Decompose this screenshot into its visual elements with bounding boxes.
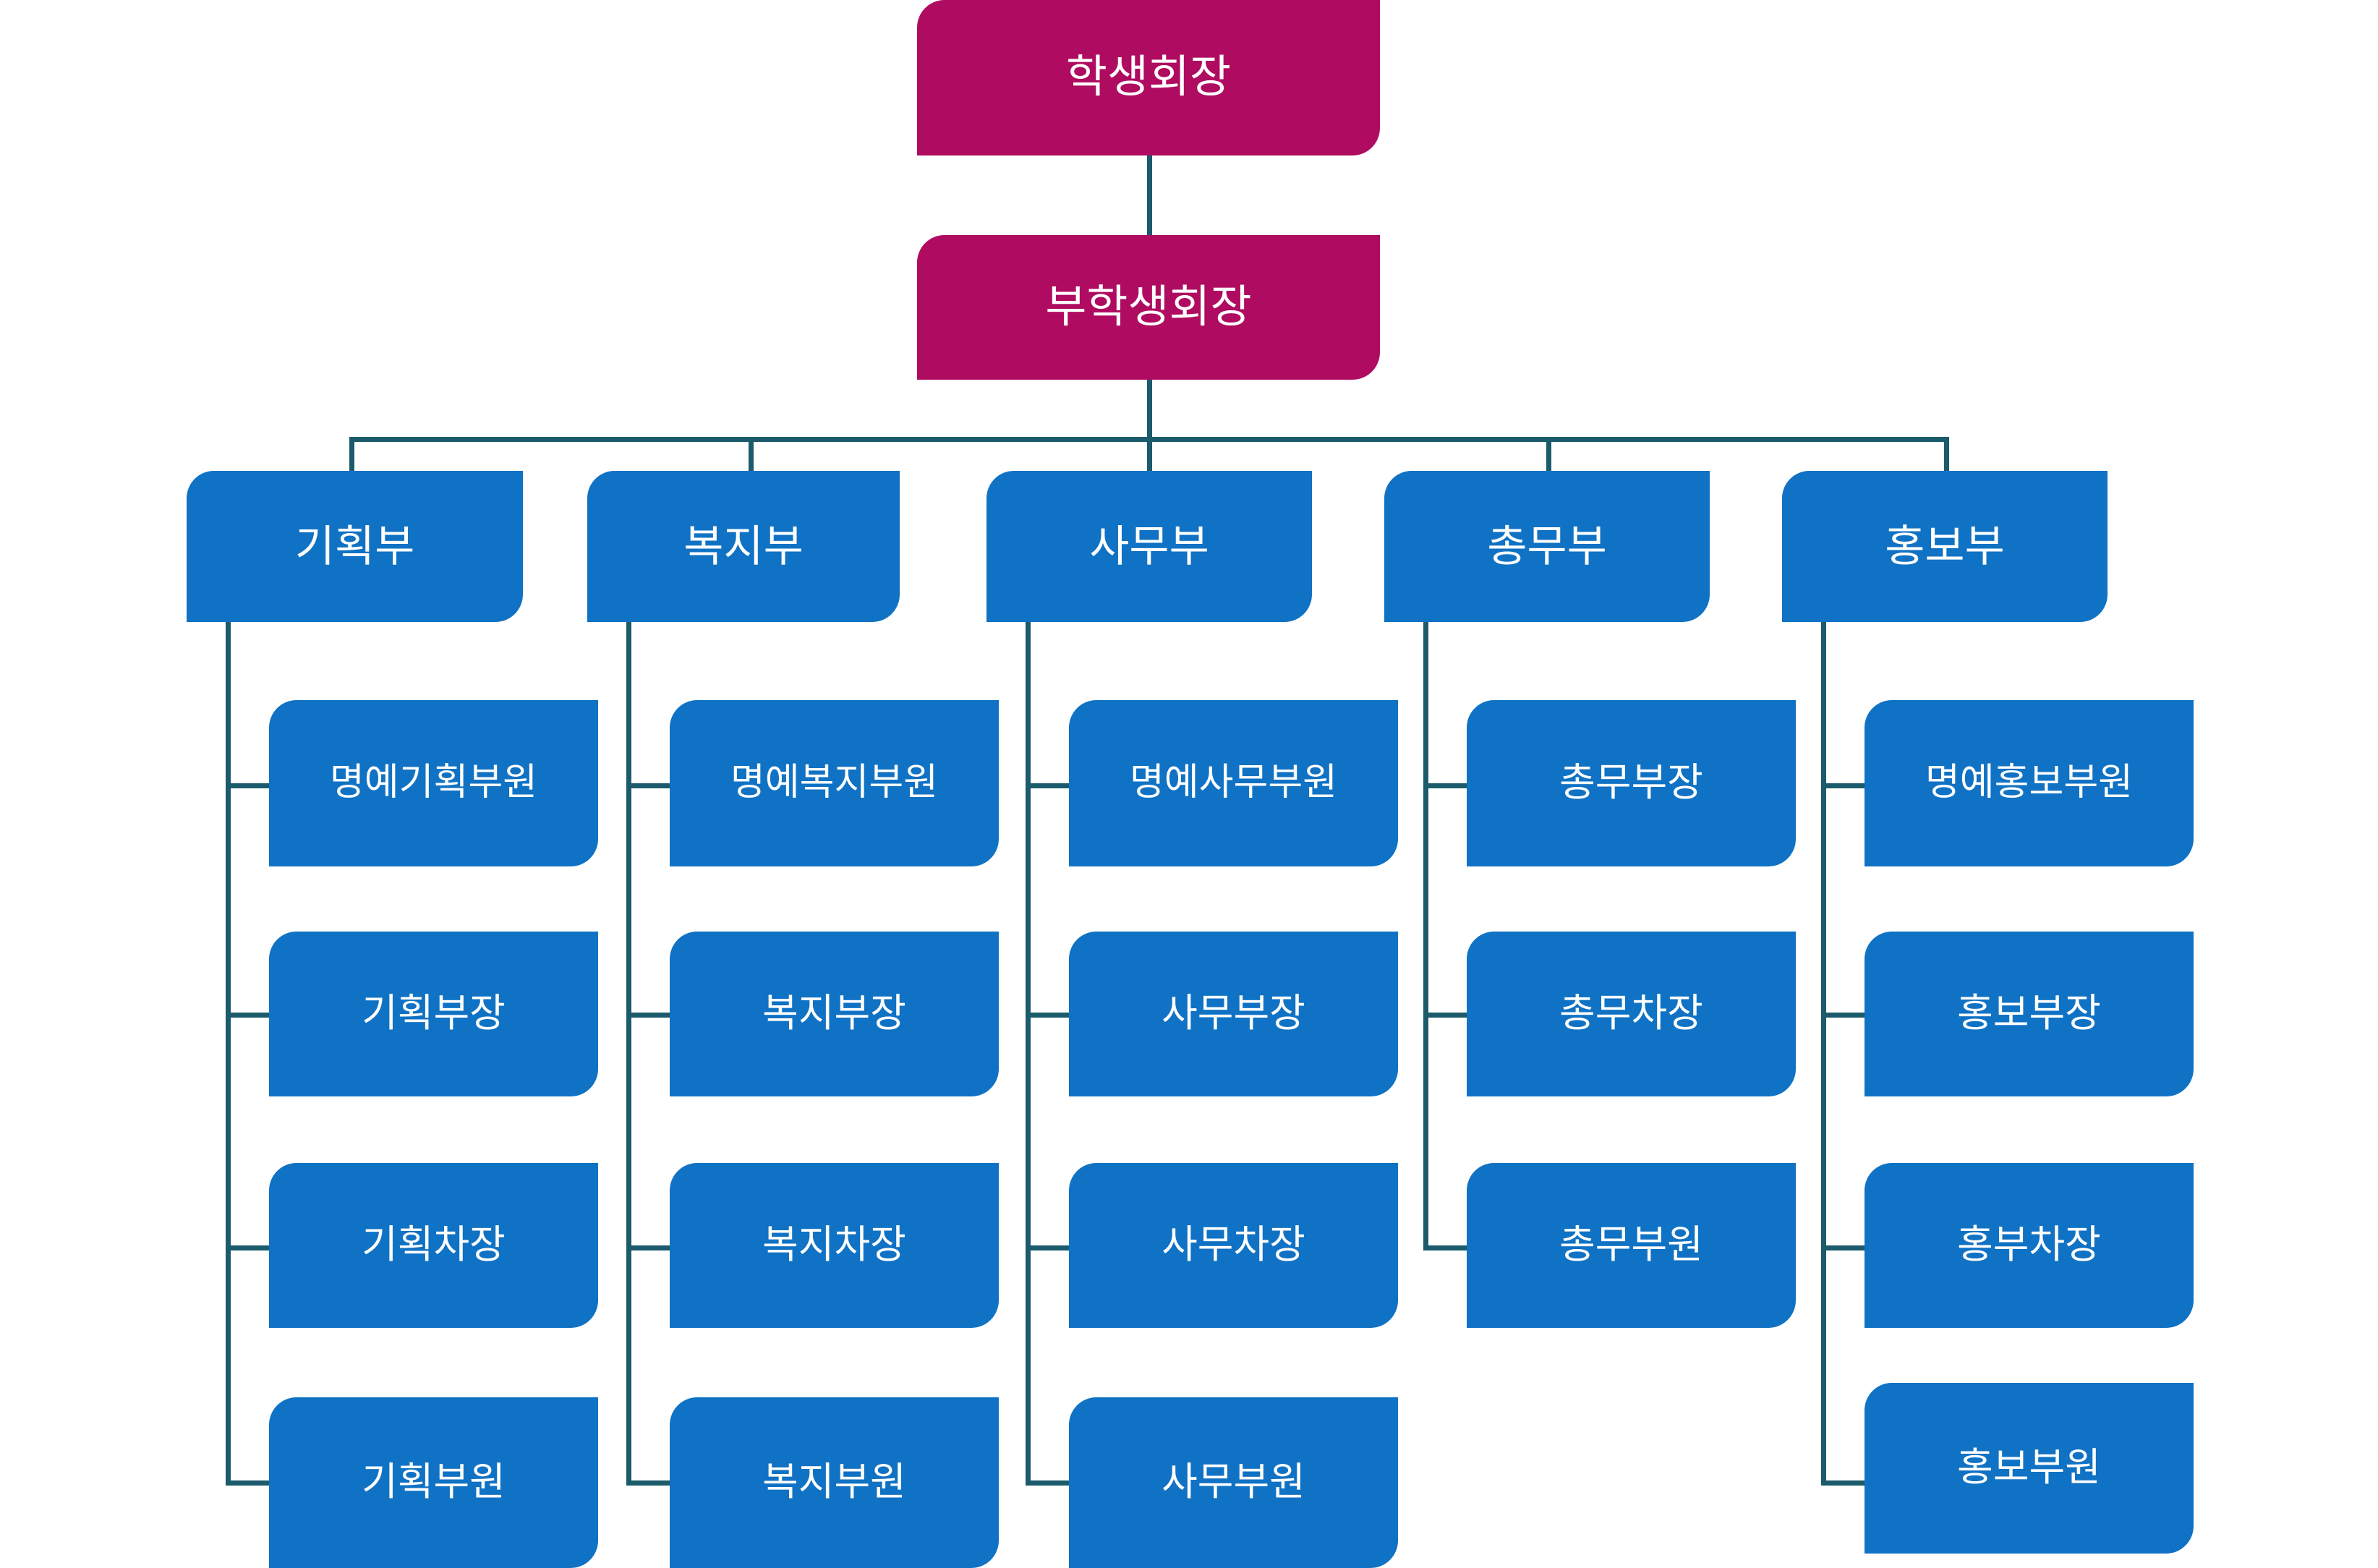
node-label: 총무부 [1487,521,1607,571]
node-label: 부학생회장 [1045,281,1252,332]
connector-stub-welfare-3 [626,1480,670,1486]
node-vice-president[interactable]: 부학생회장 [917,235,1380,380]
node-label: 복지부원 [762,1460,906,1504]
connector-trunk-general [1423,622,1428,1250]
node-label: 복지부 [683,521,804,571]
node-member-general-member[interactable]: 총무부원 [1467,1163,1796,1328]
connector-stub-publicity-2 [1821,1245,1865,1250]
node-member-planning-deputy[interactable]: 기획차장 [269,1163,598,1328]
connector-trunk-office [1026,622,1031,1486]
node-member-general-head[interactable]: 총무부장 [1467,700,1796,866]
connector-stub-planning-3 [226,1480,269,1486]
node-member-planning-head[interactable]: 기획부장 [269,932,598,1096]
node-label: 복지부장 [762,992,906,1036]
node-label: 총무부장 [1559,761,1703,805]
node-member-planning-honorary[interactable]: 명예기획부원 [269,700,598,866]
connector-stub-office-3 [1026,1480,1069,1486]
connector-drop-publicity [1944,437,1949,471]
node-member-office-honorary[interactable]: 명예사무부원 [1069,700,1398,866]
connector-stub-planning-1 [226,1013,269,1018]
node-label: 학생회장 [1065,52,1232,103]
connector-vice-stem [1147,380,1152,441]
node-department-office[interactable]: 사무부 [986,471,1312,622]
connector-stub-planning-2 [226,1245,269,1250]
node-member-general-deputy[interactable]: 총무차장 [1467,932,1796,1096]
node-label: 홍부차장 [1957,1223,2101,1267]
connector-drop-office [1147,437,1152,471]
connector-stub-welfare-2 [626,1245,670,1250]
node-member-publicity-deputy[interactable]: 홍부차장 [1865,1163,2194,1328]
connector-stub-planning-0 [226,783,269,788]
node-label: 사무차장 [1162,1223,1305,1267]
node-department-planning[interactable]: 기획부 [187,471,523,622]
connector-stub-office-2 [1026,1245,1069,1250]
node-label: 복지차장 [762,1223,906,1267]
connector-trunk-welfare [626,622,631,1486]
node-member-publicity-honorary[interactable]: 명예홍보부원 [1865,700,2194,866]
node-label: 기획부 [294,521,415,571]
node-label: 기획부원 [362,1460,506,1504]
connector-stub-general-2 [1423,1245,1467,1250]
node-label: 홍보부원 [1957,1446,2101,1490]
node-department-general[interactable]: 총무부 [1384,471,1710,622]
connector-trunk-planning [226,622,231,1486]
node-label: 사무부장 [1162,992,1305,1036]
connector-stub-publicity-0 [1821,783,1865,788]
node-member-planning-member[interactable]: 기획부원 [269,1397,598,1568]
node-label: 기획부장 [362,992,506,1036]
connector-trunk-publicity [1821,622,1826,1486]
node-label: 기획차장 [362,1223,506,1267]
node-label: 총무부원 [1559,1223,1703,1267]
node-president[interactable]: 학생회장 [917,0,1380,155]
node-department-welfare[interactable]: 복지부 [587,471,900,622]
connector-stub-publicity-1 [1821,1013,1865,1018]
node-member-welfare-honorary[interactable]: 명예복지부원 [670,700,999,866]
node-member-publicity-head[interactable]: 홍보부장 [1865,932,2194,1096]
connector-stub-general-0 [1423,783,1467,788]
node-label: 명예복지부원 [730,762,939,804]
node-member-office-member[interactable]: 사무부원 [1069,1397,1398,1568]
node-member-welfare-deputy[interactable]: 복지차장 [670,1163,999,1328]
node-label: 홍보부 [1885,521,2005,571]
node-department-publicity[interactable]: 홍보부 [1782,471,2108,622]
node-label: 사무부원 [1162,1460,1305,1504]
node-member-publicity-member[interactable]: 홍보부원 [1865,1383,2194,1554]
connector-drop-general [1546,437,1551,471]
connector-stub-office-1 [1026,1013,1069,1018]
connector-stub-general-1 [1423,1013,1467,1018]
node-label: 홍보부장 [1957,992,2101,1036]
node-label: 사무부 [1089,521,1209,571]
connector-stub-publicity-3 [1821,1480,1865,1486]
node-member-office-deputy[interactable]: 사무차장 [1069,1163,1398,1328]
node-member-welfare-member[interactable]: 복지부원 [670,1397,999,1568]
node-label: 총무차장 [1559,992,1703,1036]
connector-drop-welfare [749,437,754,471]
node-member-welfare-head[interactable]: 복지부장 [670,932,999,1096]
connector-stub-office-0 [1026,783,1069,788]
node-member-office-head[interactable]: 사무부장 [1069,932,1398,1096]
connector-stub-welfare-0 [626,783,670,788]
node-label: 명예사무부원 [1129,762,1338,804]
connector-president-vice [1147,155,1152,235]
connector-stub-welfare-1 [626,1013,670,1018]
connector-drop-planning [349,437,354,471]
node-label: 명예기획부원 [329,762,538,804]
node-label: 명예홍보부원 [1925,762,2134,804]
